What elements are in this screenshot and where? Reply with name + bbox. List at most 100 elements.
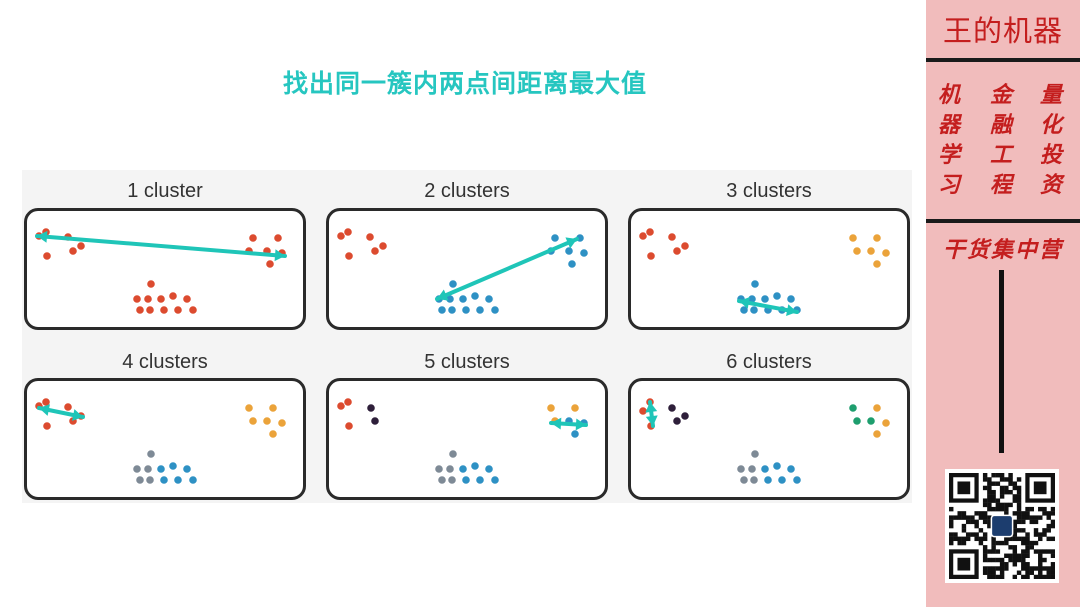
topic-char: 工 — [989, 142, 1012, 168]
data-point — [336, 401, 346, 411]
cluster-plot — [336, 227, 589, 315]
data-point — [484, 294, 494, 304]
arrowhead — [739, 296, 750, 309]
max-distance-line — [35, 234, 287, 258]
arrowhead — [575, 418, 586, 431]
data-point — [772, 291, 782, 301]
data-point — [365, 232, 375, 242]
data-point — [63, 402, 73, 412]
topic-char: 投 — [1039, 142, 1062, 168]
data-point — [579, 248, 589, 258]
arrowhead — [645, 415, 658, 426]
panel-label-1: 1 cluster — [127, 180, 203, 202]
arrowhead — [437, 289, 449, 301]
data-point — [135, 305, 145, 315]
data-point — [262, 416, 272, 426]
data-point — [772, 461, 782, 471]
cluster-panel-1 — [24, 208, 306, 330]
data-point — [265, 259, 275, 269]
topic-char: 融 — [989, 112, 1012, 138]
topic-char: 机 — [937, 82, 960, 108]
arrowhead — [274, 249, 285, 262]
data-point — [881, 248, 891, 258]
cluster-plot — [34, 397, 287, 485]
data-point — [182, 464, 192, 474]
data-point — [173, 475, 183, 485]
data-point — [378, 241, 388, 251]
data-point — [145, 305, 155, 315]
qr-code-image — [949, 473, 1055, 579]
data-point — [872, 403, 882, 413]
data-point — [277, 418, 287, 428]
data-point — [881, 418, 891, 428]
data-point — [667, 403, 677, 413]
data-point — [645, 227, 655, 237]
data-point — [570, 429, 580, 439]
data-point — [42, 251, 52, 261]
data-point — [672, 246, 682, 256]
data-point — [872, 233, 882, 243]
data-point — [470, 291, 480, 301]
data-point — [786, 294, 796, 304]
data-point — [760, 294, 770, 304]
data-point — [244, 403, 254, 413]
data-point — [461, 475, 471, 485]
data-point — [475, 305, 485, 315]
topic-char: 量 — [1039, 82, 1062, 108]
data-point — [638, 406, 648, 416]
data-point — [273, 233, 283, 243]
data-point — [458, 294, 468, 304]
data-point — [490, 305, 500, 315]
data-point — [475, 475, 485, 485]
arrowhead — [645, 402, 658, 413]
data-point — [750, 279, 760, 289]
topic-char: 学 — [937, 142, 960, 168]
data-point — [461, 305, 471, 315]
cluster-plot — [638, 397, 891, 485]
panel-label-6: 6 clusters — [726, 351, 812, 373]
data-point — [173, 305, 183, 315]
slogan: 干货集中营 — [942, 237, 1063, 263]
data-point — [739, 475, 749, 485]
cluster-panel-3 — [628, 208, 910, 330]
topic-char: 金 — [989, 82, 1012, 108]
data-point — [448, 449, 458, 459]
topic-column-fe: 金 融 工 程 — [986, 80, 1016, 200]
data-point — [248, 233, 258, 243]
data-point — [470, 461, 480, 471]
data-point — [135, 475, 145, 485]
data-point — [268, 429, 278, 439]
data-point — [567, 259, 577, 269]
brand-title: 王的机器 — [942, 14, 1063, 48]
cluster-plot — [336, 397, 589, 485]
data-point — [866, 416, 876, 426]
arrowhead — [565, 237, 577, 249]
data-point — [370, 246, 380, 256]
data-point — [852, 416, 862, 426]
data-point — [42, 421, 52, 431]
data-point — [159, 475, 169, 485]
data-point — [268, 403, 278, 413]
topic-char: 程 — [989, 172, 1012, 198]
panel-label-3: 3 clusters — [726, 180, 812, 202]
topic-char: 器 — [937, 112, 960, 138]
data-point — [343, 397, 353, 407]
data-point — [564, 246, 574, 256]
data-point — [248, 416, 258, 426]
data-point — [786, 464, 796, 474]
data-point — [344, 251, 354, 261]
data-point — [646, 251, 656, 261]
divider — [926, 58, 1080, 62]
arrowhead — [786, 304, 797, 317]
cluster-panel-5 — [326, 378, 608, 500]
qr-code[interactable] — [945, 469, 1059, 583]
data-point — [680, 411, 690, 421]
data-point — [168, 461, 178, 471]
data-point — [749, 475, 759, 485]
data-point — [437, 475, 447, 485]
data-point — [366, 403, 376, 413]
panel-label-5: 5 clusters — [424, 351, 510, 373]
data-point — [447, 475, 457, 485]
data-point — [146, 279, 156, 289]
sidebar: 王的机器 机 器 学 习 金 融 工 程 量 化 投 资 干货集中营 — [926, 0, 1080, 607]
